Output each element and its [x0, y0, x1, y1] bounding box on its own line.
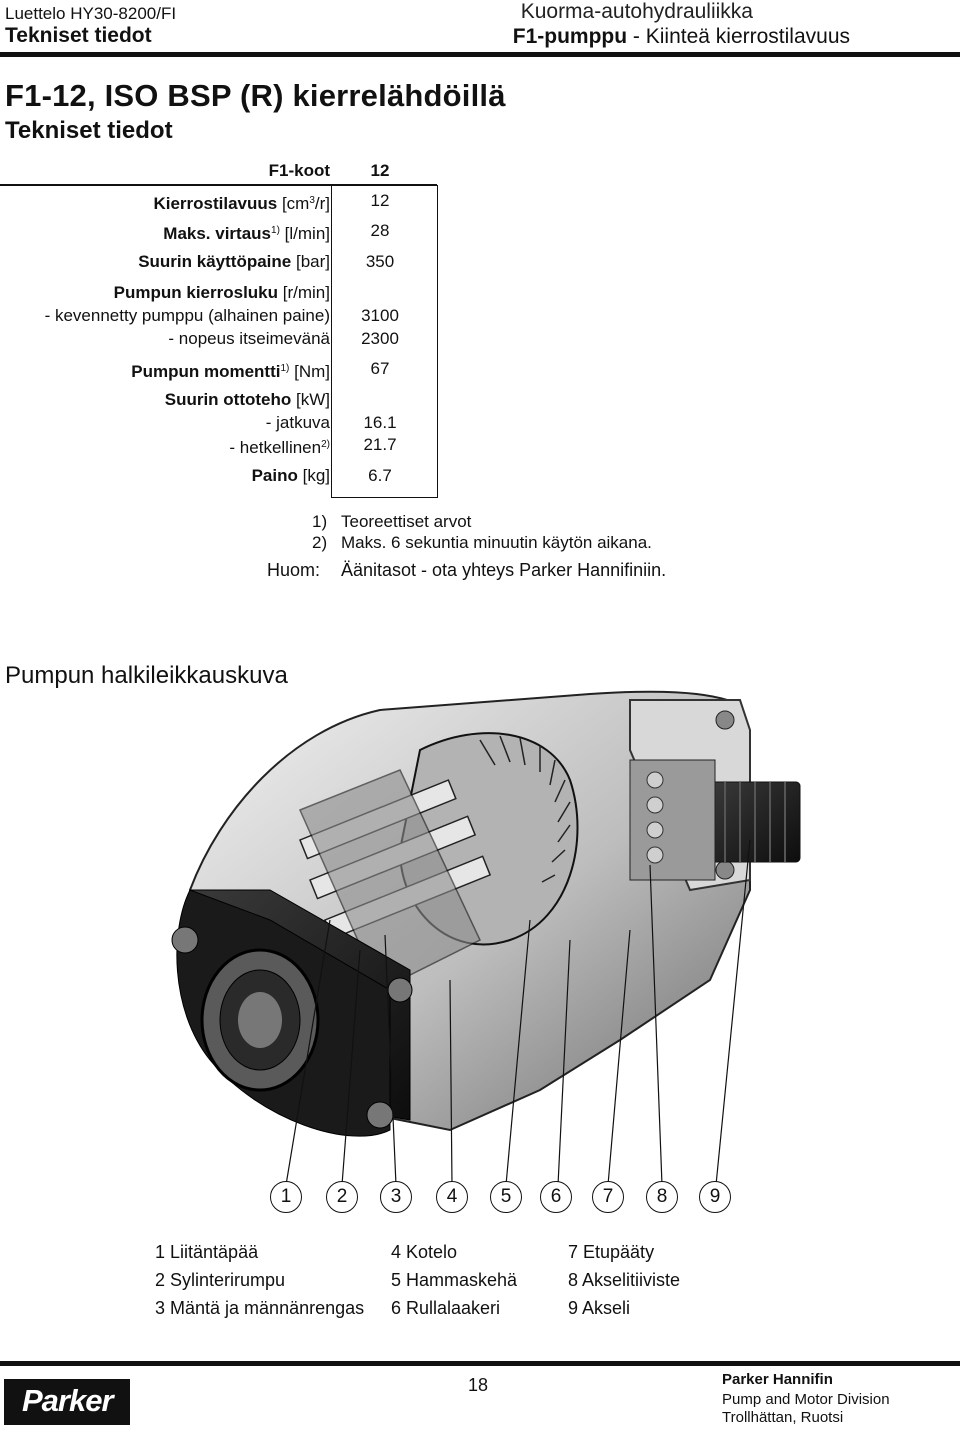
- spec-flow-value: 28: [370, 221, 390, 240]
- spec-speed-label: Pumpun kierrosluku [r/min]: [113, 283, 330, 302]
- footer-city: Trollhättan, Ruotsi: [722, 1409, 844, 1426]
- spec-power-cont-label: - jatkuva: [265, 413, 330, 432]
- callout-7: 7: [592, 1181, 624, 1213]
- spec-table-rule: [0, 184, 437, 186]
- callout-2: 2: [326, 1181, 358, 1213]
- spec-displacement-value: 12: [370, 191, 390, 210]
- spec-value-column: [331, 185, 438, 498]
- callout-4: 4: [436, 1181, 468, 1213]
- spec-torque-label: Pumpun momentti1) [Nm]: [131, 362, 330, 381]
- header-product-desc: - Kiinteä kierrostilavuus: [627, 25, 850, 48]
- spec-flow-label: Maks. virtaus1) [l/min]: [163, 224, 330, 243]
- spec-speed-unloaded-value: 3100: [361, 306, 399, 325]
- callout-3: 3: [380, 1181, 412, 1213]
- note-2-key: 2): [312, 533, 328, 552]
- header-product: F1-pumppu - Kiinteä kierrostilavuus: [513, 25, 850, 49]
- spec-size-value: 12: [370, 161, 390, 180]
- callout-1: 1: [270, 1181, 302, 1213]
- pump-cutaway-image: [171, 690, 801, 1186]
- legend-item-8: 8 Akselitiiviste: [568, 1270, 681, 1290]
- spec-weight-value: 6.7: [368, 466, 392, 485]
- footer-division: Pump and Motor Division: [722, 1391, 890, 1408]
- legend-item-3: 3 Mäntä ja männänrengas: [155, 1298, 365, 1318]
- callout-6: 6: [540, 1181, 572, 1213]
- callout-5: 5: [490, 1181, 522, 1213]
- header-product-name: F1-pumppu: [512, 25, 628, 48]
- footer-company: Parker Hannifin: [722, 1371, 833, 1388]
- legend-item-1: 1 Liitäntäpää: [155, 1242, 259, 1262]
- note-1-text: Teoreettiset arvot: [341, 512, 472, 531]
- header-rule: [0, 52, 960, 57]
- legend-item-2: 2 Sylinterirumpu: [155, 1270, 286, 1290]
- header-category: Kuorma-autohydrauliikka: [520, 0, 753, 23]
- parker-logo: Parker: [4, 1379, 130, 1425]
- callout-9: 9: [699, 1181, 731, 1213]
- parker-logo-text: Parker: [22, 1383, 114, 1418]
- legend-item-9: 9 Akseli: [568, 1298, 631, 1318]
- note-1-key: 1): [312, 512, 328, 531]
- callout-8: 8: [646, 1181, 678, 1213]
- spec-power-peak-value: 21.7: [363, 435, 397, 454]
- legend-item-7: 7 Etupääty: [568, 1242, 655, 1262]
- spec-power-label: Suurin ottoteho [kW]: [164, 390, 330, 409]
- spec-weight-label: Paino [kg]: [251, 466, 330, 485]
- footer-rule: [0, 1361, 960, 1366]
- legend-item-4: 4 Kotelo: [391, 1242, 458, 1262]
- spec-speed-selfprime-value: 2300: [361, 329, 399, 348]
- spec-speed-unloaded-label: - kevennetty pumppu (alhainen paine): [44, 306, 330, 325]
- note-3-key: Huom:: [267, 560, 321, 580]
- catalog-number: Luettelo HY30-8200/FI: [5, 4, 177, 23]
- spec-torque-value: 67: [370, 359, 390, 378]
- spec-displacement-label: Kierrostilavuus [cm3/r]: [153, 194, 330, 213]
- note-3-text: Äänitasot - ota yhteys Parker Hannifinii…: [341, 560, 667, 580]
- spec-size-label: F1-koot: [268, 161, 330, 180]
- note-2-text: Maks. 6 sekuntia minuutin käytön aikana.: [341, 533, 652, 552]
- header-section: Tekniset tiedot: [5, 24, 152, 47]
- section-title: Pumpun halkileikkauskuva: [5, 662, 288, 689]
- spec-pressure-label: Suurin käyttöpaine [bar]: [138, 252, 330, 271]
- page-subtitle: Tekniset tiedot: [5, 117, 173, 144]
- spec-power-peak-label: - hetkellinen2): [229, 438, 330, 457]
- legend-item-5: 5 Hammaskehä: [391, 1270, 518, 1290]
- spec-speed-selfprime-label: - nopeus itseimevänä: [168, 329, 330, 348]
- spec-pressure-value: 350: [365, 252, 395, 271]
- page-number: 18: [468, 1375, 489, 1395]
- legend-item-6: 6 Rullalaakeri: [391, 1298, 501, 1318]
- spec-power-cont-value: 16.1: [363, 413, 397, 432]
- page-title: F1-12, ISO BSP (R) kierrelähdöillä: [5, 78, 506, 113]
